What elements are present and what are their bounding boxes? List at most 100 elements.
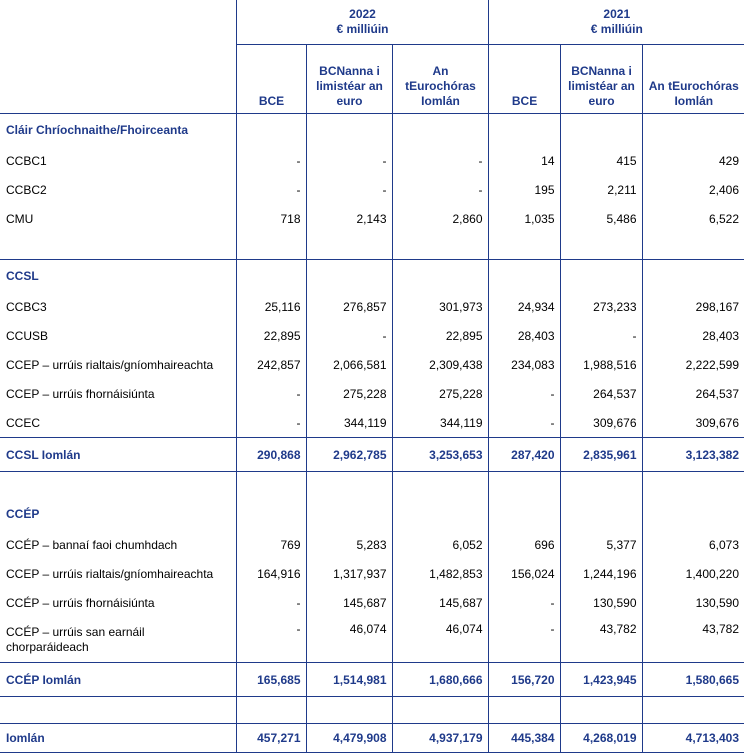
cell-value: -	[235, 175, 306, 204]
total-row: CCÉP Iomlán 165,685 1,514,981 1,680,666 …	[0, 662, 744, 697]
cell-value: 164,916	[235, 559, 306, 588]
cell-value: 195	[487, 175, 561, 204]
row-label: CCÉP – urrúis san earnáil chorparáideach	[6, 624, 145, 654]
cell-value: 2,143	[305, 204, 392, 233]
grand-total-value: 4,713,403	[641, 723, 744, 753]
cell-value: 14	[487, 146, 561, 175]
row-label: CMU	[6, 211, 34, 226]
cell-value: 769	[235, 530, 306, 559]
grand-total-label: Iomlán	[0, 723, 236, 753]
table-row: CMU 718 2,143 2,860 1,035 5,486 6,522	[0, 204, 744, 233]
cell-value: 718	[235, 204, 306, 233]
cell-value: 5,283	[305, 530, 392, 559]
header-blank	[0, 45, 236, 114]
cell-value: 301,973	[391, 292, 489, 321]
table-row: CCEP – urrúis fhornáisiúnta - 275,228 27…	[0, 379, 744, 408]
total-value: 290,868	[235, 437, 306, 472]
cell-value: 22,895	[391, 321, 489, 350]
section-title-row: Cláir Chríochnaithe/Fhoirceanta	[0, 113, 744, 146]
section-title-row: CCÉP	[0, 498, 744, 530]
grand-total-value: 4,937,179	[391, 723, 489, 753]
cell-value: 28,403	[641, 321, 744, 350]
unit-label: € milliúin	[590, 22, 643, 36]
cell-value: 264,537	[559, 379, 643, 408]
cell-value: 275,228	[305, 379, 392, 408]
cell-value: 5,377	[559, 530, 643, 559]
column-header-bcnanna: BCNanna i limistéar an euro	[559, 44, 643, 114]
cell-value: 5,486	[559, 204, 643, 233]
grand-total-value: 445,384	[487, 723, 561, 753]
total-label: CCSL Iomlán	[0, 437, 236, 472]
grand-total-value: 4,268,019	[559, 723, 643, 753]
cell-value: 156,024	[487, 559, 561, 588]
total-label: CCÉP Iomlán	[0, 662, 236, 697]
column-header-bce: BCE	[487, 44, 561, 114]
row-label: CCEC	[6, 415, 41, 430]
cell-value: -	[305, 175, 392, 204]
total-value: 1,423,945	[559, 662, 643, 697]
table-row: CCÉP – urrúis san earnáil chorparáideach…	[0, 617, 744, 663]
total-value: 2,835,961	[559, 437, 643, 472]
cell-value: -	[487, 588, 561, 617]
table-row: CCBC2 - - - 195 2,211 2,406	[0, 175, 744, 204]
table-row: CCBC3 25,116 276,857 301,973 24,934 273,…	[0, 292, 744, 321]
table-row: CCEP – urrúis rialtais/gníomhaireachta 1…	[0, 559, 744, 588]
cell-value: -	[305, 146, 392, 175]
cell-value: -	[235, 617, 306, 663]
cell-value: 6,522	[641, 204, 744, 233]
spacer-row	[0, 233, 744, 260]
row-label: CCUSB	[6, 328, 49, 343]
cell-value: -	[487, 408, 561, 438]
column-header-bce: BCE	[235, 44, 306, 114]
total-value: 3,123,382	[641, 437, 744, 472]
row-label: CCBC1	[6, 153, 47, 168]
year-label: 2021	[603, 7, 631, 21]
row-label: CCBC2	[6, 182, 47, 197]
total-value: 1,514,981	[305, 662, 392, 697]
table-row: CCEP – urrúis rialtais/gníomhaireachta 2…	[0, 350, 744, 379]
cell-value: 242,857	[235, 350, 306, 379]
year-label: 2022	[349, 7, 376, 21]
cell-value: 25,116	[235, 292, 306, 321]
cell-value: -	[305, 321, 392, 350]
total-value: 287,420	[487, 437, 561, 472]
spacer-row	[0, 471, 744, 498]
cell-value: 1,482,853	[391, 559, 489, 588]
cell-value: 2,406	[641, 175, 744, 204]
cell-value: 22,895	[235, 321, 306, 350]
cell-value: 2,211	[559, 175, 643, 204]
cell-value: 145,687	[305, 588, 392, 617]
cell-value: 2,222,599	[641, 350, 744, 379]
cell-value: -	[391, 146, 489, 175]
table-row: CCBC1 - - - 14 415 429	[0, 146, 744, 175]
cell-value: 429	[641, 146, 744, 175]
cell-value: 145,687	[391, 588, 489, 617]
column-header-eurochoras: An tEurochóras Iomlán	[641, 44, 744, 114]
cell-value: 275,228	[391, 379, 489, 408]
cell-value: -	[559, 321, 643, 350]
cell-value: -	[487, 617, 561, 663]
header-blank	[0, 0, 236, 45]
section-title: CCSL	[6, 269, 39, 283]
row-label: CCBC3	[6, 299, 47, 314]
cell-value: 276,857	[305, 292, 392, 321]
cell-value: 696	[487, 530, 561, 559]
cell-value: 2,066,581	[305, 350, 392, 379]
cell-value: 28,403	[487, 321, 561, 350]
cell-value: 2,860	[391, 204, 489, 233]
cell-value: 309,676	[559, 408, 643, 438]
cell-value: 298,167	[641, 292, 744, 321]
cell-value: 344,119	[391, 408, 489, 438]
cell-value: 1,035	[487, 204, 561, 233]
table-row: CCEC - 344,119 344,119 - 309,676 309,676	[0, 408, 744, 438]
column-header-eurochoras: An tEurochóras Iomlán	[391, 44, 489, 114]
cell-value: 46,074	[391, 617, 489, 663]
cell-value: 264,537	[641, 379, 744, 408]
section-title: CCÉP	[6, 507, 40, 521]
section-title-row: CCSL	[0, 259, 744, 292]
table-row: CCUSB 22,895 - 22,895 28,403 - 28,403	[0, 321, 744, 350]
cell-value: 415	[559, 146, 643, 175]
row-label: CCEP – urrúis rialtais/gníomhaireachta	[6, 566, 214, 581]
year-header-2022: 2022 € milliúin	[235, 0, 489, 45]
